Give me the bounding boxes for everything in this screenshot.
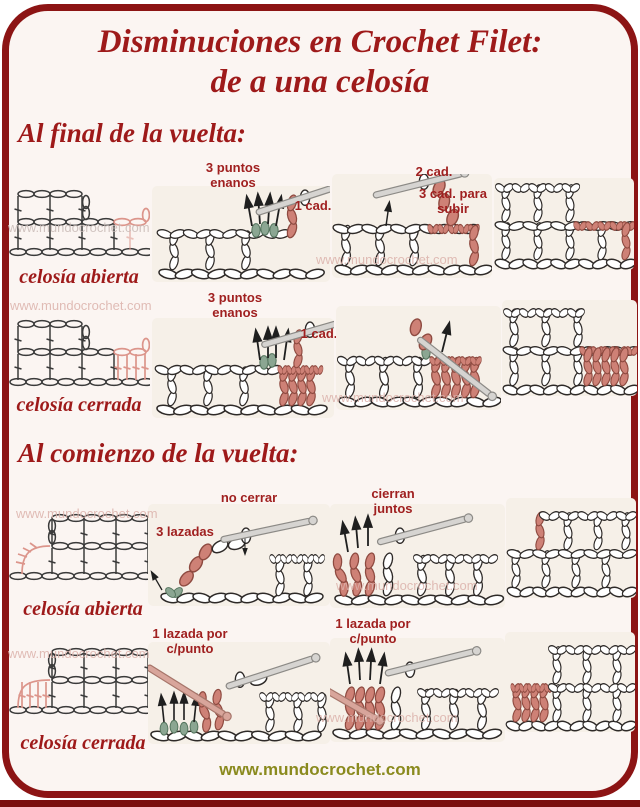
watermark: www.mundocrochet.com xyxy=(316,252,458,267)
step-illustration-panel: 3 puntos enanos 1 cad. xyxy=(152,158,331,286)
section-heading-start-of-row: Al comienzo de la vuelta: xyxy=(18,438,299,468)
chart-caption: celosía abierta xyxy=(19,266,139,288)
watermark: www.mundocrochet.com xyxy=(16,506,158,521)
chart-caption: celosía cerrada xyxy=(20,732,146,754)
chart-caption: celosía cerrada xyxy=(16,394,142,416)
chart-caption: celosía abierta xyxy=(23,598,143,620)
stitch-drawing-dwarf-stitches xyxy=(152,186,330,282)
title-line-1: Disminuciones en Crochet Filet: xyxy=(97,24,543,60)
label-1-lazada-por-punto: 1 lazada por c/punto xyxy=(152,626,228,656)
page-title: Disminuciones en Crochet Filet: de a una… xyxy=(0,22,640,102)
filet-chart-open-start xyxy=(9,513,155,581)
step-illustration-panel: 2 cad. 3 cad. para subir xyxy=(332,158,492,286)
row-start-open-lattice: celosía abierta no cerrar xyxy=(0,476,640,620)
footer-url: www.mundocrochet.com xyxy=(219,760,421,779)
watermark: www.mundocrochet.com xyxy=(316,710,458,725)
row-end-open-lattice: celosía abierta 3 puntos xyxy=(0,158,640,288)
label-3-puntos-enanos: 3 puntos enanos xyxy=(207,290,263,320)
title-line-2: de a una celosía xyxy=(210,64,430,100)
step-illustration-panel: 3 puntos enanos 1 cad. xyxy=(152,288,337,424)
filet-chart-open-end xyxy=(9,189,150,257)
step-illustration-panel: no cerrar 3 lazadas xyxy=(148,476,330,612)
stitch-drawing-3-lazadas xyxy=(148,504,330,606)
bottom-border-bar xyxy=(0,800,640,807)
finished-swatch-panel xyxy=(502,300,637,396)
finished-swatch-open-end xyxy=(494,178,634,270)
watermark: www.mundocrochet.com xyxy=(322,390,464,405)
label-2-cad: 2 cad. xyxy=(415,164,453,179)
step-illustration-panel: 1 lazada por c/punto xyxy=(148,612,330,750)
filet-chart-panel: celosía cerrada xyxy=(8,296,150,416)
label-1-cad: 1 cad. xyxy=(300,326,338,341)
finished-swatch-closed-start xyxy=(505,632,635,732)
section-heading-end-of-row: Al final de la vuelta: xyxy=(18,118,246,148)
stitch-drawing-turning-chains xyxy=(332,174,492,278)
finished-swatch-open-start xyxy=(506,498,636,598)
stitch-drawing-cierran-juntos xyxy=(330,504,505,608)
stitch-drawing-1-lazada-closed xyxy=(330,638,505,742)
label-3-puntos-enanos: 3 puntos enanos xyxy=(205,160,261,190)
finished-swatch-closed-end xyxy=(502,300,637,396)
stitch-drawing-dwarf-stitches-closed xyxy=(152,318,334,418)
watermark: www.mundocrochet.com xyxy=(10,298,152,313)
finished-swatch-panel xyxy=(505,632,635,732)
finished-swatch-panel xyxy=(506,498,636,598)
row-start-closed-lattice: celosía cerrada xyxy=(0,612,640,758)
filet-chart-panel: celosía cerrada xyxy=(8,620,158,754)
stitch-drawing-closing-stitch xyxy=(336,306,501,410)
filet-chart-panel: celosía abierta xyxy=(8,166,150,288)
label-1-cad: 1 cad. xyxy=(294,198,332,213)
step-illustration-panel: 1 lazada por c/punto xyxy=(330,612,505,748)
row-end-closed-lattice: celosía cerrada xyxy=(0,288,640,436)
label-3-cad-para-subir: 3 cad. para subir xyxy=(419,186,487,216)
label-1-lazada-por-punto: 1 lazada por c/punto xyxy=(335,616,411,646)
step-illustration-panel xyxy=(336,298,501,418)
step-illustration-panel: cierran juntos xyxy=(330,476,505,612)
label-3-lazadas: 3 lazadas xyxy=(156,524,214,539)
filet-chart-closed-start xyxy=(9,647,155,715)
stitch-drawing-1-lazada xyxy=(148,642,330,744)
label-no-cerrar: no cerrar xyxy=(220,490,278,505)
watermark: www.mundocrochet.com xyxy=(336,578,478,593)
label-cierran-juntos: cierran juntos xyxy=(371,486,415,516)
finished-swatch-panel xyxy=(494,178,634,270)
watermark: www.mundocrochet.com xyxy=(8,646,150,661)
filet-chart-panel: celosía abierta xyxy=(8,486,158,620)
watermark: www.mundocrochet.com xyxy=(8,220,150,235)
